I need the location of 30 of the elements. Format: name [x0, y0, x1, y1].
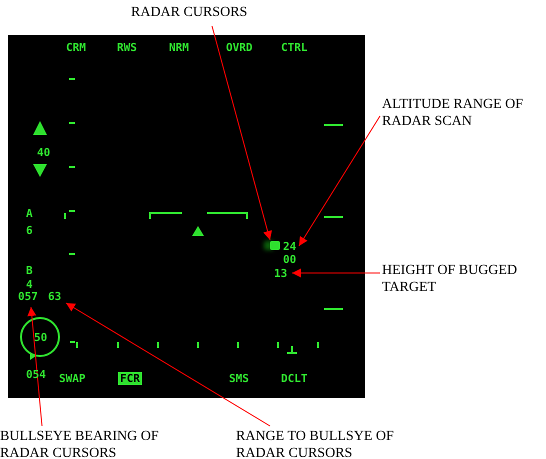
- display-value: 057: [18, 290, 42, 303]
- display-label: NRM: [169, 41, 189, 54]
- display-value: 63: [48, 290, 64, 303]
- display-label: 4: [26, 278, 33, 291]
- display-label: SWAP: [59, 372, 86, 385]
- callout-text: BULLSEYE BEARING OF RADAR CURSORS: [0, 428, 170, 459]
- display-label: 50: [34, 331, 48, 344]
- display-value: 00: [283, 253, 298, 266]
- display-value: 24: [283, 240, 298, 253]
- display-label: A: [26, 207, 33, 220]
- radar-cursor-icon: [270, 241, 280, 250]
- callout-text: ALTITUDE RANGE OF RADAR SCAN: [382, 96, 542, 130]
- callout-text: HEIGHT OF BUGGED TARGET: [382, 262, 542, 296]
- callout-text: RADAR CURSORS: [131, 4, 291, 21]
- display-label: RWS: [117, 41, 137, 54]
- mode-tab: FCR: [118, 372, 142, 385]
- display-label: 6: [26, 224, 33, 237]
- display-label: 40: [37, 146, 50, 159]
- leader-line: [27, 306, 42, 426]
- leader-line: [292, 268, 380, 278]
- display-label: OVRD: [226, 41, 252, 54]
- display-label: B: [26, 264, 33, 277]
- leader-line: [298, 116, 380, 246]
- display-value: 13: [274, 267, 290, 280]
- display-label: CRM: [66, 41, 86, 54]
- display-label: CTRL: [281, 41, 308, 54]
- callout-text: RANGE TO BULLSYE OF RADAR CURSORS: [236, 428, 406, 459]
- display-label: SMS: [229, 372, 249, 385]
- display-label: DCLT: [281, 372, 308, 385]
- leader-line: [66, 302, 270, 426]
